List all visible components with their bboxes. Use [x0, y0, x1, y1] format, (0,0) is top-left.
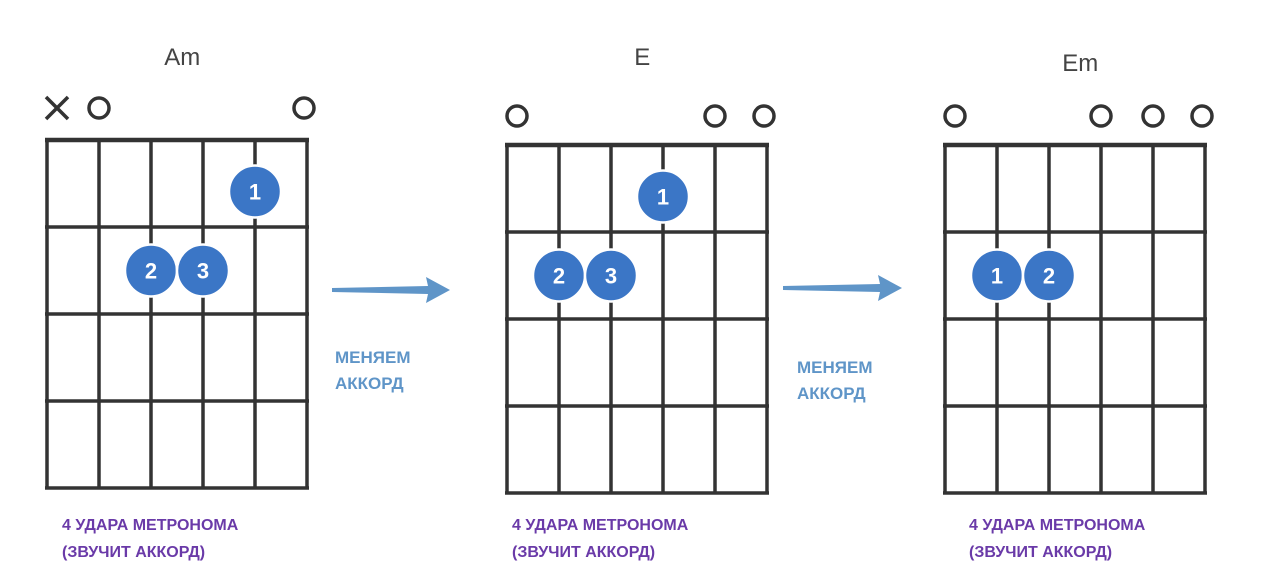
arrow-right-icon: [783, 275, 902, 301]
beats-caption: 4 УДАРА МЕТРОНОМА: [512, 517, 689, 534]
open-string-icon: [1190, 104, 1214, 128]
muted-stroke: [44, 95, 70, 121]
change-chord-label: АККОРД: [797, 384, 866, 403]
transition-1: МЕНЯЕМ АККОРД: [332, 277, 450, 393]
beats-caption: 4 УДАРА МЕТРОНОМА: [62, 517, 239, 534]
beats-caption: (ЗВУЧИТ АККОРД): [62, 544, 205, 561]
muted-string-icon: [44, 95, 70, 121]
finger-dot: 1: [969, 248, 1025, 303]
finger-number: 2: [1043, 264, 1055, 289]
finger-circle: [635, 169, 691, 224]
finger-number: 1: [991, 264, 1003, 289]
finger-dot: 2: [531, 248, 587, 303]
beats-caption: (ЗВУЧИТ АККОРД): [512, 544, 655, 561]
open-string-icon: [1141, 104, 1165, 128]
finger-dot: 2: [123, 243, 179, 298]
open-string-icon: [752, 104, 776, 128]
chord-name: E: [634, 44, 650, 71]
finger-dot: 3: [175, 243, 231, 298]
chord-name: Am: [164, 44, 200, 71]
transition-2: МЕНЯЕМ АККОРД: [783, 275, 902, 403]
finger-circle: [583, 248, 639, 303]
open-string-icon: [505, 104, 529, 128]
chord-diagram-em: Em 1 2 4 УДАРА МЕТРОНОМА (ЗВУЧИТ АККОРД): [943, 50, 1214, 561]
open-string-icon: [943, 104, 967, 128]
beats-caption: (ЗВУЧИТ АККОРД): [969, 544, 1112, 561]
finger-circle: [175, 243, 231, 298]
finger-circle: [1021, 248, 1077, 303]
finger-dot: 1: [635, 169, 691, 224]
chord-diagram-e: E 1 2 3 4 УДАРА МЕТРОНОМА (ЗВУЧИТ АККОРД): [505, 44, 776, 561]
open-string-icon: [87, 96, 111, 120]
chord-name: Em: [1062, 50, 1098, 77]
finger-number: 3: [197, 259, 209, 284]
open-string-icon: [703, 104, 727, 128]
open-string-icon: [292, 96, 316, 120]
finger-dot: 3: [583, 248, 639, 303]
finger-dot: 2: [1021, 248, 1077, 303]
beats-caption: 4 УДАРА МЕТРОНОМА: [969, 517, 1146, 534]
finger-number: 1: [657, 185, 669, 210]
open-string-icon: [1089, 104, 1113, 128]
chord-diagram-am: Am 1 2 3 4 УДАРА МЕТРОНОМА (ЗВУЧИТ АККОРД): [44, 44, 316, 561]
finger-circle: [227, 164, 283, 219]
arrow-right-icon: [332, 277, 450, 303]
finger-number: 1: [249, 180, 261, 205]
change-chord-label: АККОРД: [335, 374, 404, 393]
finger-number: 2: [145, 259, 157, 284]
change-chord-label: МЕНЯЕМ: [335, 348, 411, 367]
change-chord-label: МЕНЯЕМ: [797, 358, 873, 377]
finger-dot: 1: [227, 164, 283, 219]
finger-number: 3: [605, 264, 617, 289]
finger-number: 2: [553, 264, 565, 289]
